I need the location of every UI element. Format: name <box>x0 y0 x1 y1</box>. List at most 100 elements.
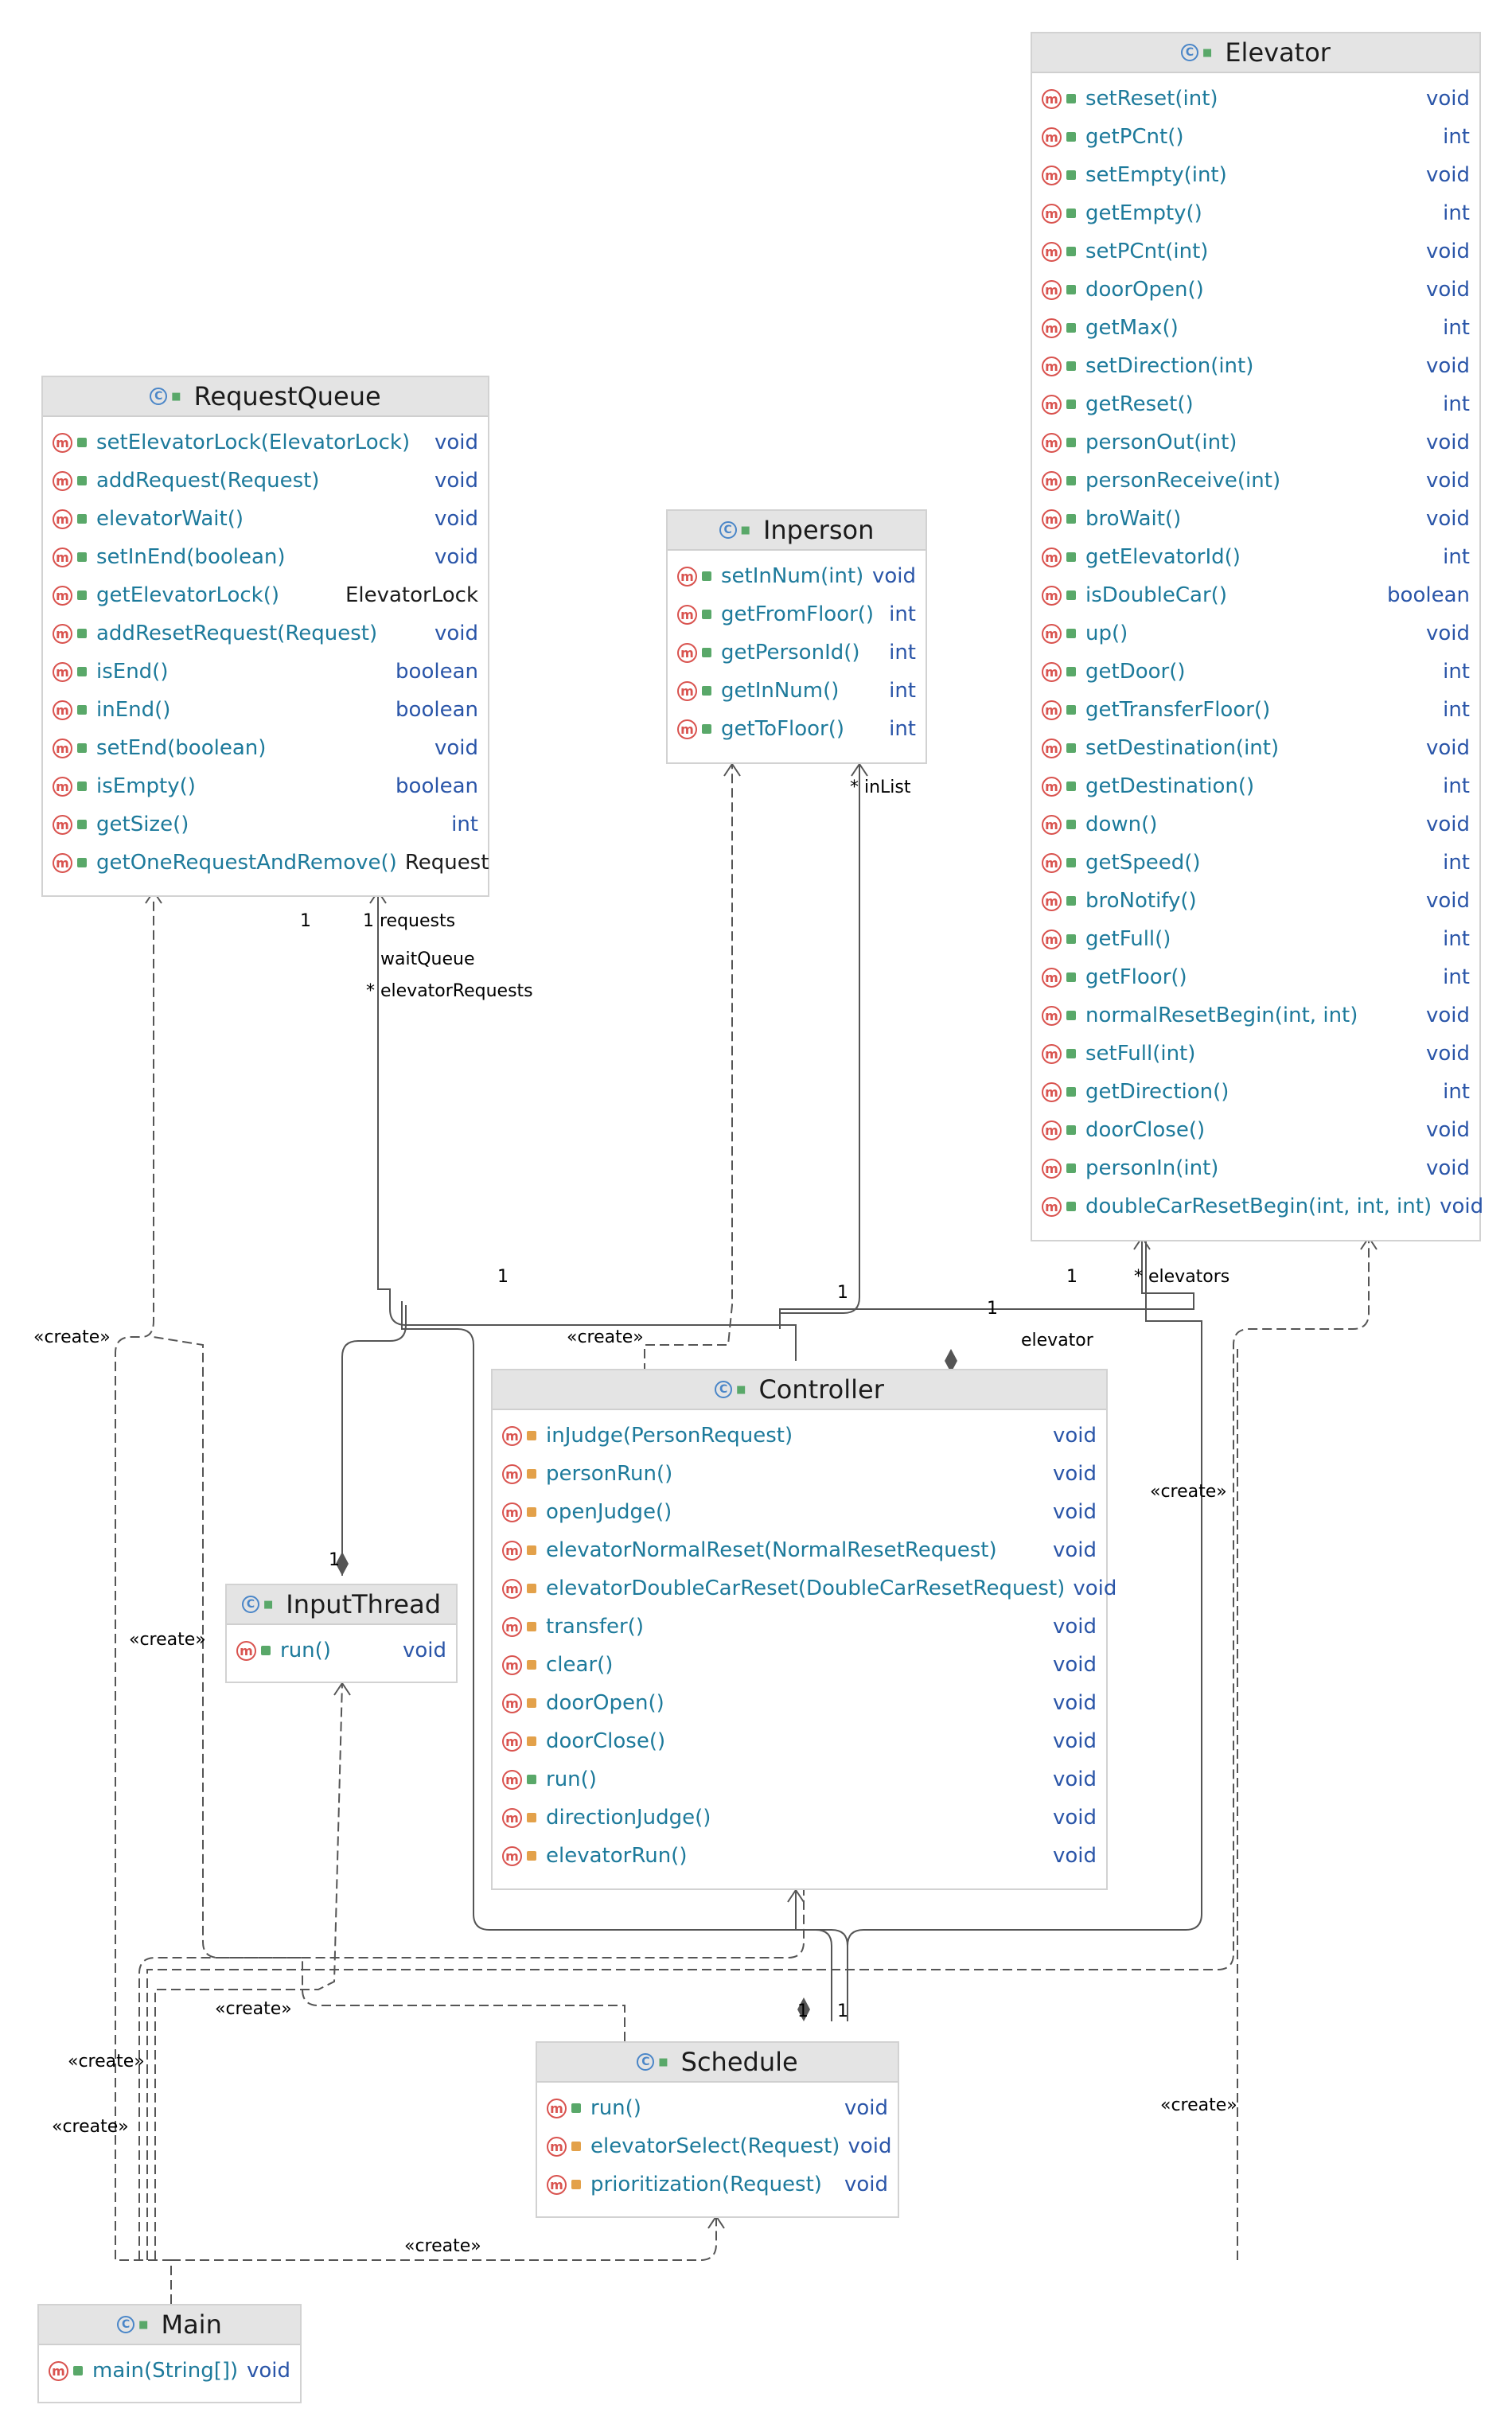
method-icon: m <box>1042 241 1062 262</box>
method-icon: m <box>1042 852 1062 873</box>
public-icon <box>77 590 87 600</box>
multiplicity-label: 1 <box>497 1267 509 1287</box>
public-icon <box>1066 590 1076 600</box>
method-icon: m <box>1042 700 1062 720</box>
method-return: void <box>1425 278 1470 302</box>
label-create: «create» <box>567 1327 644 1347</box>
method-name: getSpeed() <box>1085 851 1201 875</box>
public-icon <box>1066 629 1076 638</box>
method-icon: m <box>1042 470 1062 491</box>
method-icon: m <box>1042 623 1062 644</box>
method-name: setInNum(int) <box>721 564 864 588</box>
public-icon <box>77 820 87 829</box>
method-name: personReceive(int) <box>1085 469 1281 493</box>
role-label: elevator <box>1021 1331 1093 1350</box>
method-name: getTransferFloor() <box>1085 698 1271 722</box>
method-name: up() <box>1085 622 1128 645</box>
public-icon: ■ <box>1202 46 1213 59</box>
method-icon: m <box>1042 279 1062 300</box>
method-name: run() <box>546 1767 597 1791</box>
method-return: int <box>889 717 916 741</box>
method-name: elevatorSelect(Request) <box>590 2134 840 2158</box>
private-icon <box>527 1736 536 1746</box>
private-icon <box>527 1622 536 1631</box>
method-name: personIn(int) <box>1085 1156 1219 1180</box>
method-return: void <box>1425 813 1470 836</box>
method-return: void <box>434 545 478 569</box>
